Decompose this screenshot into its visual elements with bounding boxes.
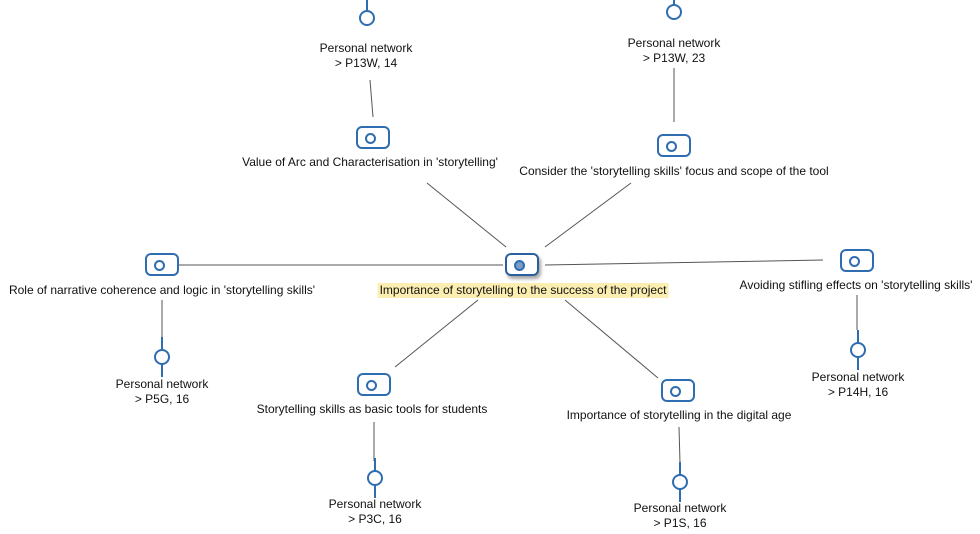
document-label[interactable]: Personal network > P13W, 23 — [628, 36, 721, 66]
document-label[interactable]: Personal network > P3C, 16 — [329, 497, 422, 527]
code-icon[interactable] — [661, 379, 695, 402]
edge-center-to-code-4 — [394, 299, 479, 368]
code-label[interactable]: Avoiding stifling effects on 'storytelli… — [739, 278, 973, 292]
code-label[interactable]: Storytelling skills as basic tools for s… — [256, 402, 488, 416]
document-label[interactable]: Personal network > P14H, 16 — [812, 370, 905, 400]
document-icon[interactable] — [664, 0, 684, 40]
edge-code-0-to-document — [369, 79, 374, 118]
document-label[interactable]: Personal network > P13W, 14 — [320, 41, 413, 71]
document-quotation-ref: > P1S, 16 — [653, 516, 707, 530]
edge-center-to-code-1 — [544, 182, 632, 248]
code-label[interactable]: Consider the 'storytelling skills' focus… — [519, 164, 829, 178]
edge-center-to-code-5 — [564, 299, 659, 379]
edge-center-to-code-3 — [544, 259, 824, 266]
code-label[interactable]: Value of Arc and Characterisation in 'st… — [242, 155, 498, 169]
document-icon[interactable] — [670, 462, 690, 502]
document-title: Personal network — [633, 501, 727, 515]
document-title: Personal network — [328, 497, 422, 511]
document-quotation-ref: > P3C, 16 — [348, 512, 402, 526]
document-title: Personal network — [811, 370, 905, 384]
document-quotation-ref: > P13W, 14 — [334, 56, 398, 70]
document-icon[interactable] — [152, 337, 172, 377]
center-code-label[interactable]: Importance of storytelling to the succes… — [377, 283, 669, 298]
code-icon[interactable] — [657, 134, 691, 157]
code-label[interactable]: Importance of storytelling in the digita… — [566, 408, 792, 422]
edge-code-5-to-document — [678, 426, 681, 464]
document-title: Personal network — [319, 41, 413, 55]
document-title: Personal network — [627, 36, 721, 50]
code-icon[interactable] — [145, 253, 179, 276]
document-quotation-ref: > P14H, 16 — [827, 385, 889, 399]
code-icon[interactable] — [356, 126, 390, 149]
document-icon[interactable] — [848, 330, 868, 370]
document-icon[interactable] — [357, 0, 377, 40]
document-label[interactable]: Personal network > P5G, 16 — [116, 377, 209, 407]
document-quotation-ref: > P13W, 23 — [642, 51, 706, 65]
center-code-icon[interactable] — [505, 253, 539, 276]
code-label[interactable]: Role of narrative coherence and logic in… — [8, 283, 316, 297]
code-icon[interactable] — [357, 373, 391, 396]
document-title: Personal network — [115, 377, 209, 391]
edge-center-to-code-0 — [426, 182, 507, 248]
document-label[interactable]: Personal network > P1S, 16 — [634, 501, 727, 531]
document-quotation-ref: > P5G, 16 — [134, 392, 190, 406]
code-icon[interactable] — [840, 249, 874, 272]
document-icon[interactable] — [365, 458, 385, 498]
